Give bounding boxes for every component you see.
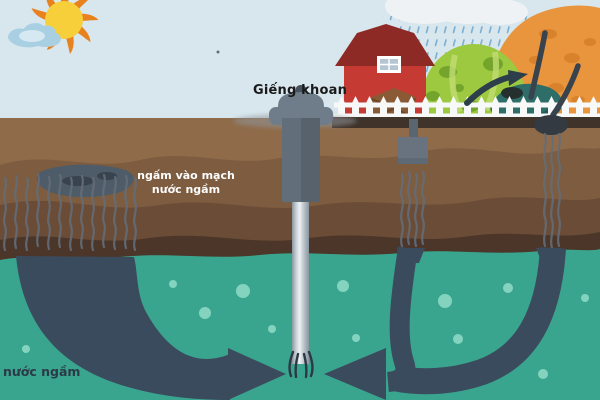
septic-tank-icon <box>398 119 428 164</box>
barn-window <box>377 56 401 73</box>
bird-speck <box>216 50 220 54</box>
well-screen <box>288 350 314 379</box>
well-pump-icon <box>269 85 333 379</box>
well-knob <box>295 85 307 93</box>
runoff-arrow <box>464 70 528 106</box>
plume-right <box>324 246 566 400</box>
plume-arrow-left <box>228 348 286 400</box>
contamination-puddle <box>36 164 134 198</box>
barn-roof <box>335 24 435 66</box>
runoff-streaks <box>528 30 581 118</box>
contamination-plume-icon <box>16 256 286 400</box>
tree-seep <box>534 115 568 250</box>
cloud-icon <box>8 23 61 48</box>
plume-arrow-right <box>324 348 386 400</box>
surface-strip <box>332 117 600 128</box>
well-pipe <box>292 202 309 364</box>
